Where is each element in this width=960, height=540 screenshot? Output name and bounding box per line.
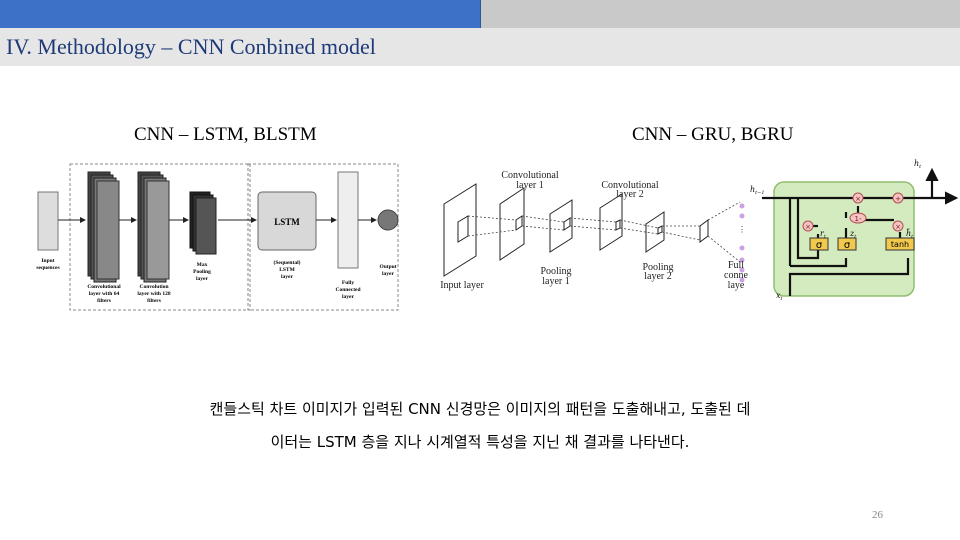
svg-text:layer: layer [342,294,354,300]
svg-text:×: × [855,195,861,203]
page-number: 26 [872,509,883,521]
description-line-2: 이터는 LSTM 층을 지나 시계열적 특성을 지닌 채 결과를 나타낸다. [270,433,690,451]
svg-text:LSTM: LSTM [274,217,300,227]
svg-text:Input: Input [41,258,54,264]
svg-text:laye: laye [728,280,745,291]
svg-text:sequences: sequences [36,265,59,271]
svg-text:Convolutional: Convolutional [601,180,658,191]
svg-text:Pooling: Pooling [540,266,571,277]
cnn-gru-caption: CNN – GRU, BGRU [632,124,794,145]
svg-text:Pooling: Pooling [193,269,211,275]
svg-text:layer: layer [196,276,208,282]
svg-text:Full: Full [728,260,744,271]
svg-text:×: × [895,223,901,231]
svg-text:Convolutional: Convolutional [501,170,558,181]
svg-text:Connected: Connected [335,287,360,293]
svg-text:zt: zt [849,229,857,240]
svg-text:Pooling: Pooling [642,262,673,273]
svg-text:Max: Max [197,262,208,268]
pool2-face [645,211,665,253]
one-minus-op [849,212,867,224]
title-band [0,28,960,66]
header-gray-bar [481,0,960,28]
tanh-gate: tanh [885,237,915,251]
sigma-gate-r: σ [809,237,829,251]
svg-text:+: + [895,195,901,203]
svg-text:σ: σ [816,240,823,251]
multiply-op-r [802,220,814,232]
fc-nodes [739,203,745,283]
svg-text:Input layer: Input layer [440,280,484,291]
svg-text:layer 1: layer 1 [516,180,544,191]
input-block [37,191,59,251]
lstm-group-box [247,163,399,311]
svg-text:1-: 1- [855,215,862,223]
conv1-face [499,187,525,261]
cnn-lstm-diagram: LSTM Input sequences Convolutional layer… [36,163,399,311]
maxpool-stack [189,191,217,255]
svg-text:LSTM: LSTM [279,267,295,273]
svg-text:layer 2: layer 2 [616,189,644,200]
svg-text:filters: filters [97,298,111,304]
fc-block [337,171,359,269]
svg-text:Convolutional: Convolutional [87,284,121,290]
add-op [892,192,904,204]
description-line-1: 캔들스틱 차트 이미지가 입력된 CNN 신경망은 이미지의 패턴을 도출해내고… [209,400,751,418]
multiply-op-h [892,220,904,232]
svg-text:ht−1: ht−1 [750,185,765,196]
output-node [377,209,399,231]
svg-text:layer with 64: layer with 64 [89,291,120,297]
multiply-op-top [852,192,864,204]
header-accent-bar [0,0,481,28]
conv64-stack [87,171,120,283]
lstm-box [257,191,317,251]
svg-text:layer with 128: layer with 128 [137,291,170,297]
pool1-face [549,199,573,253]
svg-text:xt: xt [776,291,784,302]
conv2-face [599,193,623,251]
svg-text:layer: layer [382,271,394,277]
svg-text:(Sequental): (Sequental) [274,259,301,266]
svg-text:×: × [805,223,811,231]
svg-text:⋮: ⋮ [738,225,746,234]
svg-text:conne: conne [724,270,748,281]
cnn-pipeline-diagram: ⋮ Convolutional layer 1 Convolutional la… [440,170,748,291]
sigma-gate-z: σ [837,237,857,251]
conv128-stack [137,171,170,283]
svg-text:σ: σ [844,240,851,251]
svg-text:layer 2: layer 2 [644,271,672,282]
svg-text:tanh: tanh [891,240,909,249]
gru-cell-diagram: σ σ tanh × + × × 1- ht ht−1 xt rt zt h̃t [750,159,959,302]
svg-text:h̃t: h̃t [906,229,914,240]
svg-text:rt: rt [820,229,827,240]
cnn-lstm-caption: CNN – LSTM, BLSTM [134,124,317,145]
svg-text:Output: Output [379,264,396,270]
svg-text:layer 1: layer 1 [542,276,570,287]
cnn-group-box [69,163,251,311]
slide-title: IV. Methodology – CNN Conbined model [6,34,376,59]
svg-text:layer: layer [281,274,293,280]
svg-text:ht: ht [914,159,922,170]
svg-text:Fully: Fully [342,280,354,286]
svg-text:Convolution: Convolution [139,284,168,290]
svg-text:filters: filters [147,298,161,304]
